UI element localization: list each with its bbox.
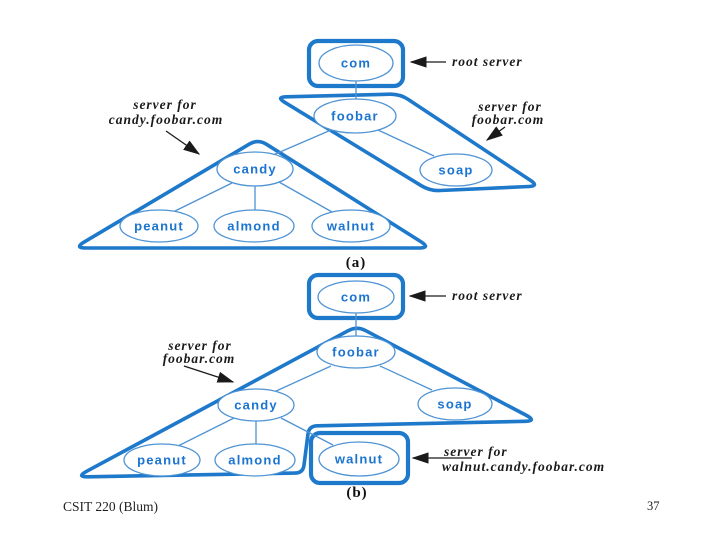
caption-a: (a) bbox=[346, 255, 367, 271]
label-candy-server-line1-a: server for bbox=[132, 97, 197, 112]
tree-nodes-b: com foobar candy soap peanut almond waln… bbox=[123, 280, 493, 477]
zone-candy-subtree-a bbox=[77, 139, 428, 250]
label-foobar-server-line2-b: foobar.com bbox=[163, 351, 236, 366]
edge-foobar-soap-a bbox=[377, 129, 435, 157]
tree-edges-a bbox=[174, 81, 435, 213]
diagram-a: com foobar candy soap peanut almond waln… bbox=[77, 38, 545, 271]
node-label-walnut-a: walnut bbox=[326, 219, 375, 234]
node-ellipse-candy-b bbox=[217, 388, 295, 422]
zone-foobar-a bbox=[278, 92, 537, 193]
node-ellipse-soap-a bbox=[419, 153, 493, 187]
label-foobar-server-line2-a: foobar.com bbox=[472, 112, 545, 127]
node-label-peanut-a: peanut bbox=[134, 219, 184, 234]
caption-b: (b) bbox=[346, 485, 367, 501]
node-ellipse-foobar-b bbox=[316, 335, 396, 369]
node-ellipse-soap-b bbox=[417, 387, 493, 421]
node-ellipse-almond-a bbox=[213, 209, 295, 243]
tree-edges-b bbox=[177, 313, 433, 447]
label-foobar-server-line1-a: server for bbox=[477, 99, 542, 114]
node-label-almond-b: almond bbox=[228, 453, 281, 468]
node-label-soap-a: soap bbox=[438, 163, 473, 178]
node-label-almond-a: almond bbox=[227, 219, 280, 234]
node-label-com-b: com bbox=[341, 290, 371, 305]
node-ellipse-peanut-b bbox=[123, 443, 201, 477]
node-ellipse-walnut-a bbox=[311, 209, 391, 243]
arrow-candy-server-a bbox=[165, 130, 201, 155]
node-label-peanut-b: peanut bbox=[137, 453, 187, 468]
node-ellipse-com-b bbox=[317, 280, 395, 314]
edge-foobar-candy-b bbox=[273, 365, 332, 393]
arrow-foobar-server-b bbox=[183, 365, 235, 383]
label-root-server-a: root server bbox=[452, 54, 523, 69]
edge-candy-peanut-a bbox=[174, 182, 233, 212]
node-label-foobar-a: foobar bbox=[331, 109, 379, 124]
tree-nodes-a: com foobar candy soap peanut almond waln… bbox=[119, 44, 493, 243]
zone-walnut-box-b bbox=[308, 430, 411, 486]
node-ellipse-com-a bbox=[318, 44, 394, 82]
label-walnut-server-line1-b: server for bbox=[443, 444, 508, 459]
node-ellipse-almond-b bbox=[214, 443, 296, 477]
node-ellipse-candy-a bbox=[216, 151, 294, 187]
edge-foobar-candy-a bbox=[272, 129, 332, 156]
footer-course: CSIT 220 (Blum) bbox=[63, 499, 158, 514]
label-walnut-server-line2-b: walnut.candy.foobar.com bbox=[442, 459, 605, 474]
edge-candy-walnut-b bbox=[280, 417, 334, 446]
label-root-server-b: root server bbox=[452, 288, 523, 303]
node-label-soap-b: soap bbox=[437, 397, 472, 412]
node-ellipse-walnut-b bbox=[318, 441, 400, 477]
arrow-foobar-server-a bbox=[485, 126, 506, 141]
label-candy-server-line2-a: candy.foobar.com bbox=[109, 112, 224, 127]
node-ellipse-foobar-a bbox=[313, 98, 397, 134]
label-foobar-server-line1-b: server for bbox=[167, 338, 232, 353]
edge-candy-peanut-b bbox=[177, 417, 235, 447]
node-label-walnut-b: walnut bbox=[334, 452, 383, 467]
zone-foobar-b bbox=[79, 326, 534, 479]
edge-foobar-soap-b bbox=[379, 365, 433, 391]
node-label-candy-b: candy bbox=[234, 398, 278, 413]
node-label-com-a: com bbox=[341, 56, 371, 71]
node-ellipse-peanut-a bbox=[119, 209, 199, 243]
node-label-candy-a: candy bbox=[233, 162, 277, 177]
diagram-b: com foobar candy soap peanut almond waln… bbox=[79, 272, 605, 501]
node-label-foobar-b: foobar bbox=[332, 345, 380, 360]
page-number: 37 bbox=[647, 499, 660, 513]
edge-candy-walnut-a bbox=[278, 181, 333, 213]
